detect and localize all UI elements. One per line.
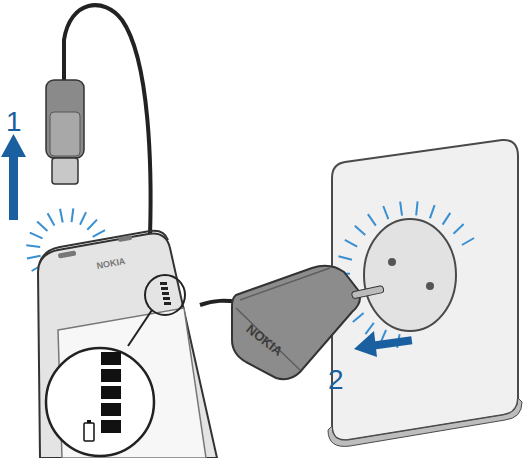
glow-mark (48, 213, 55, 225)
glow-mark (443, 213, 451, 225)
glow-mark (454, 224, 464, 234)
arrow-up-head (1, 134, 26, 157)
plug-grip (50, 112, 80, 156)
phone-button (118, 235, 133, 242)
battery-bars (101, 352, 121, 433)
socket-hole (388, 258, 396, 266)
glow-mark (27, 256, 41, 259)
phone-button (58, 250, 77, 258)
callout-number: 1 (6, 108, 22, 136)
glow-mark (338, 256, 352, 260)
glow-mark (60, 209, 63, 223)
phone-body (38, 234, 217, 458)
arrow-up (9, 152, 18, 220)
battery-icon (84, 423, 94, 441)
wall-plate-edge (328, 398, 522, 446)
glow-mark (37, 222, 47, 231)
glow-mark (72, 208, 74, 222)
glow-mark (87, 220, 97, 230)
battery-tip (87, 420, 91, 423)
socket (364, 219, 456, 331)
glow-mark (430, 205, 435, 218)
glow-mark (462, 238, 474, 245)
charger (232, 266, 360, 379)
glow-mark (400, 202, 402, 216)
glow-mark (345, 240, 357, 247)
arrow-left-head (354, 331, 377, 357)
zoom-ring (145, 275, 185, 315)
callout-number: 2 (328, 366, 344, 394)
zoom-leader (128, 310, 152, 346)
glow-mark (416, 201, 417, 215)
glow-mark (93, 230, 105, 237)
socket-hole (426, 282, 434, 290)
glow-mark (368, 214, 376, 226)
plug-tip (52, 158, 78, 184)
charger-edge (236, 268, 330, 370)
wall-plate (332, 140, 518, 440)
signal-bars (160, 282, 171, 305)
usb-plug (46, 80, 84, 158)
zoom-circle (46, 348, 154, 456)
charger-prong (351, 285, 384, 299)
glow-mark (383, 206, 388, 219)
glow-mark (355, 226, 365, 235)
glow-mark (80, 212, 86, 225)
phone-top (40, 231, 168, 262)
arrow-left (372, 336, 413, 349)
glow-mark (26, 245, 40, 247)
glow-mark (353, 313, 364, 322)
glow-mark (30, 233, 43, 239)
